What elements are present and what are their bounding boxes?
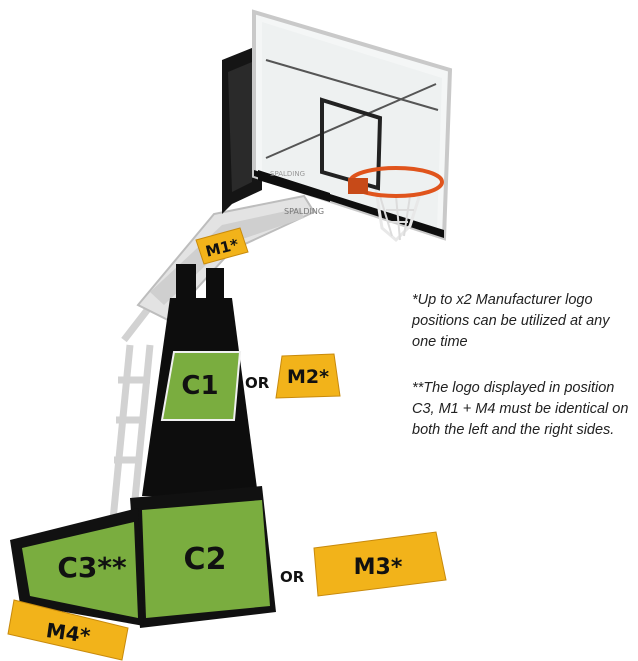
arm-brand-text: SPALDING — [284, 207, 324, 216]
note-identical-logos: **The logo displayed in position C3, M1 … — [412, 378, 634, 441]
c2-label: C2 — [184, 542, 227, 577]
m3-label: M3* — [354, 555, 403, 580]
base-cabinet — [10, 486, 276, 628]
or-label-1: OR — [245, 374, 270, 392]
c1-label: C1 — [181, 371, 218, 401]
logo-position-m2: M2* — [276, 354, 340, 398]
c3-label: C3** — [57, 551, 127, 584]
note-1-text: *Up to x2 Manufacturer logo positions ca… — [412, 290, 634, 353]
logo-position-c1: C1 — [162, 352, 240, 420]
note-2-text: **The logo displayed in position C3, M1 … — [412, 378, 634, 441]
backboard-brand-text: SPALDING — [270, 170, 305, 178]
or-label-2: OR — [280, 568, 305, 586]
note-manufacturer-positions: *Up to x2 Manufacturer logo positions ca… — [412, 290, 634, 353]
logo-position-m3: M3* — [314, 532, 446, 596]
m2-label: M2* — [287, 366, 329, 388]
